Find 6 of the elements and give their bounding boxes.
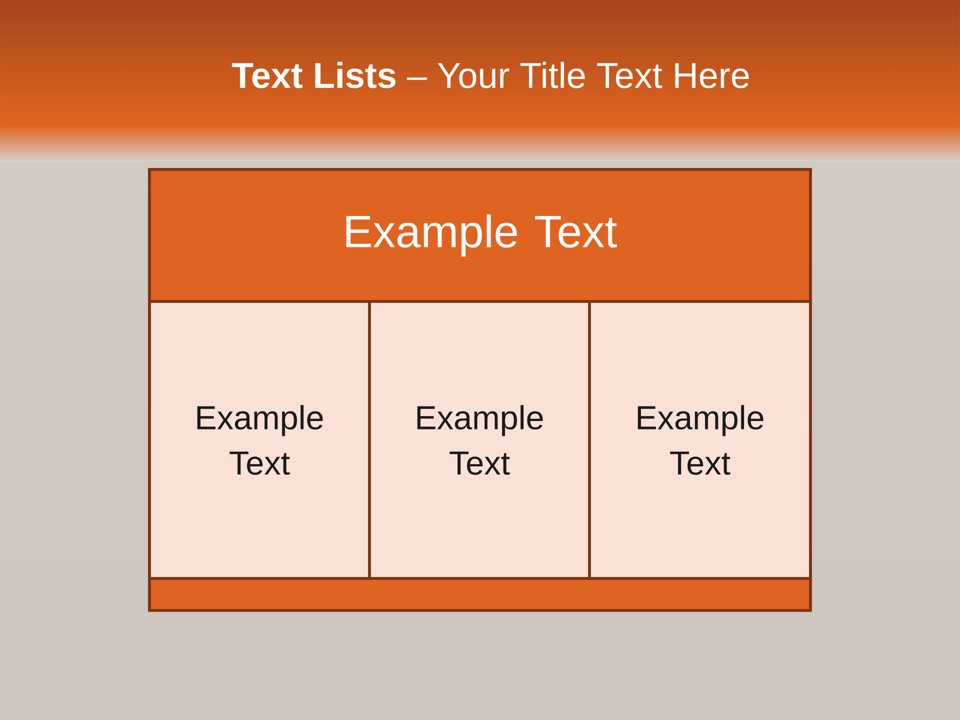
table-header: Example Text [148,168,812,303]
footer-bar [148,577,812,612]
table-cell: Example Text [368,300,591,580]
title: Text Lists – Your Title Text Here [232,62,749,88]
table-cell: Example Text [588,300,812,580]
table-cell: Example Text [148,300,371,580]
